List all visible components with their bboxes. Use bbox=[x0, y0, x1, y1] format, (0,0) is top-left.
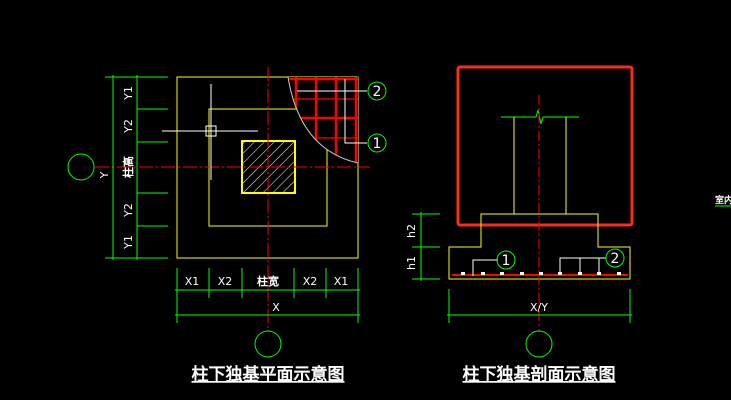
dim-h1: h1 bbox=[405, 256, 418, 270]
plan-view: 2 1 Y1 Y2 柱高 Y2 Y1 Y bbox=[67, 67, 387, 385]
dim-x1-left: X1 bbox=[185, 275, 200, 288]
section-title: 柱下独基剖面示意图 bbox=[463, 364, 616, 385]
callout-circle-2 bbox=[605, 248, 625, 268]
axis-bubble-x[interactable] bbox=[254, 330, 282, 358]
callout-2: 2 bbox=[611, 251, 620, 267]
dim-x-total: X bbox=[272, 301, 280, 314]
break-arc bbox=[287, 76, 359, 164]
callout-circle-1 bbox=[367, 133, 387, 153]
dim-y-total: Y bbox=[98, 171, 111, 179]
h-dimensions bbox=[412, 212, 440, 281]
dim-y2-bottom: Y2 bbox=[122, 203, 135, 218]
rebar-dots bbox=[461, 272, 621, 275]
plan-title: 柱下独基平面示意图 bbox=[192, 364, 345, 385]
callout-circle-1 bbox=[496, 250, 516, 270]
leader-1 bbox=[344, 79, 367, 144]
dim-column-height: 柱高 bbox=[121, 156, 135, 178]
footing-section bbox=[448, 213, 631, 280]
section-view: 1 2 h2 h1 X/Y 柱下独基剖面示意图 bbox=[405, 65, 634, 385]
dim-x2-right: X2 bbox=[303, 275, 318, 288]
leader-2 bbox=[559, 257, 606, 275]
dim-y1-top: Y1 bbox=[122, 86, 135, 101]
highlight-box[interactable] bbox=[456, 65, 634, 227]
callout-2: 2 bbox=[373, 84, 382, 100]
dim-y2-top: Y2 bbox=[122, 119, 135, 134]
dim-x1-right: X1 bbox=[334, 275, 349, 288]
y-dimensions bbox=[105, 75, 168, 260]
callout-circle-2 bbox=[367, 81, 387, 101]
leader-1 bbox=[472, 259, 498, 276]
dim-x2-left: X2 bbox=[218, 275, 233, 288]
dim-y1-bottom: Y1 bbox=[122, 235, 135, 250]
axis-bubble-y[interactable] bbox=[67, 153, 95, 181]
callout-1: 1 bbox=[502, 253, 511, 269]
x-dimensions bbox=[175, 268, 360, 323]
break-line bbox=[501, 109, 579, 125]
dim-h2: h2 bbox=[405, 224, 418, 238]
dim-xy: X/Y bbox=[530, 301, 548, 314]
crosshair-cursor-icon bbox=[162, 84, 258, 180]
axis-bubble-section[interactable] bbox=[525, 330, 553, 358]
callout-1: 1 bbox=[373, 136, 382, 152]
dim-column-width: 柱宽 bbox=[257, 274, 279, 288]
side-label-truncated: 室内 bbox=[715, 194, 731, 206]
